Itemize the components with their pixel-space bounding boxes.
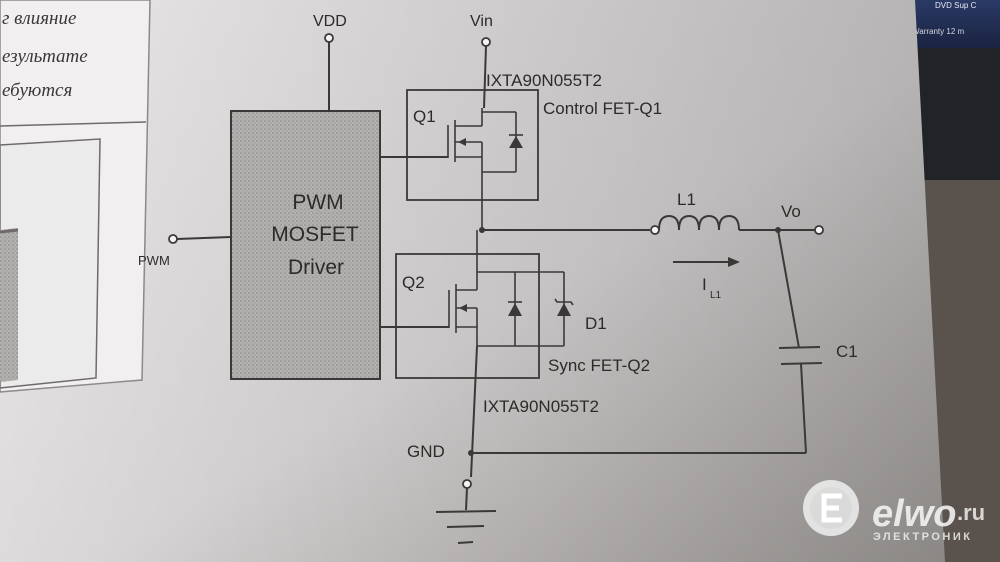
pwm-input-label: PWM: [138, 253, 170, 268]
gnd-label: GND: [407, 442, 445, 461]
capacitor-plate-top: [778, 346, 821, 349]
q1-package-box: [406, 89, 539, 201]
driver-label-line2: MOSFET: [271, 223, 359, 246]
elwo-watermark: elwo .ru ЭЛЕКТРОНИК: [803, 480, 985, 543]
screen-text-2: Warranty 12 m: [912, 27, 964, 36]
q2-package-box: [395, 253, 540, 379]
c1-label: C1: [836, 342, 858, 361]
q2-part-number: IXTA90N055T2: [483, 397, 599, 416]
gnd-terminal: [462, 479, 472, 489]
watermark-tld: .ru: [957, 500, 985, 525]
vin-label: Vin: [470, 13, 493, 30]
q1-part-number: IXTA90N055T2: [486, 71, 602, 90]
book-figure-hatch: [0, 228, 18, 382]
ground-symbol: [435, 510, 497, 544]
q2-label: Q2: [402, 273, 425, 292]
l1-label: L1: [677, 190, 696, 209]
watermark-brand: elwo: [872, 493, 956, 535]
vdd-terminal: [324, 33, 334, 43]
vin-terminal: [481, 37, 491, 47]
q1-description: Control FET-Q1: [543, 99, 662, 118]
vo-label: Vo: [781, 202, 801, 221]
screen-text-1: DVD Sup C: [935, 1, 977, 10]
pwm-input-terminal: [168, 234, 178, 244]
vdd-label: VDD: [313, 13, 347, 30]
current-label-sub: L1: [710, 290, 722, 301]
vo-terminal: [814, 225, 824, 235]
driver-label-line3: Driver: [288, 256, 344, 279]
pwm-driver-block: [230, 110, 381, 380]
book-text-line1: г влияние: [2, 8, 76, 29]
q1-label: Q1: [413, 107, 436, 126]
book-figure-frame: [0, 138, 101, 389]
book-text-line3: ебуются: [2, 80, 72, 101]
capacitor-plate-bottom: [780, 362, 823, 365]
inductor-l1: [658, 214, 740, 231]
watermark-tagline: ЭЛЕКТРОНИК: [873, 531, 972, 543]
current-label: I: [702, 275, 707, 294]
d1-label: D1: [585, 314, 607, 333]
q2-description: Sync FET-Q2: [548, 356, 650, 375]
schottky-diode-d1: [554, 272, 574, 346]
book-text-line2: езультате: [2, 46, 88, 67]
q1-mosfet-symbol: [447, 108, 523, 230]
q2-mosfet-symbol: [448, 230, 564, 347]
driver-label-line1: PWM: [292, 191, 343, 214]
